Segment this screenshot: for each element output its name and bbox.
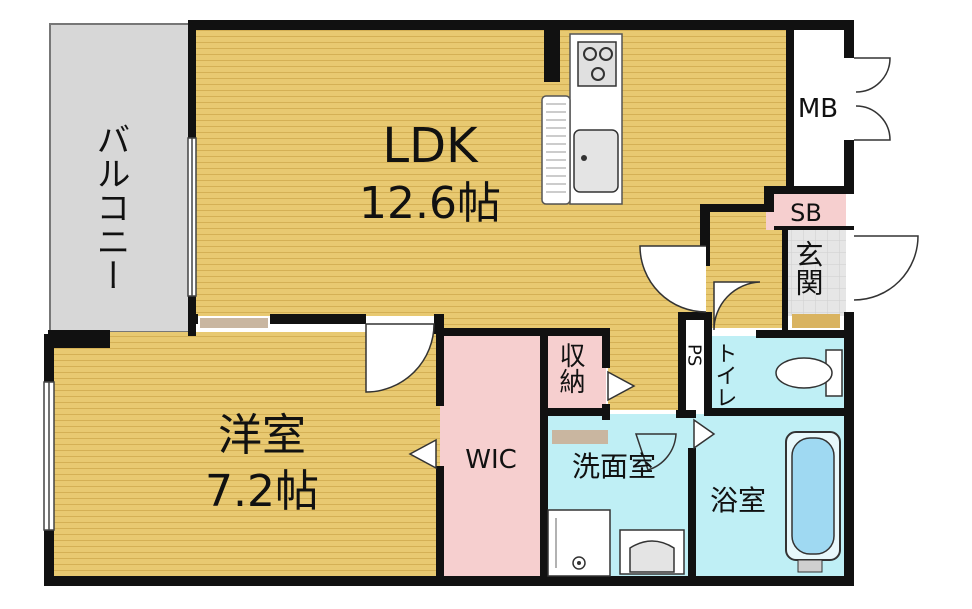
balcony-area (50, 24, 192, 332)
western-room-name: 洋室 (218, 410, 306, 461)
wic-floor (440, 332, 542, 580)
wic-label: WIC (465, 445, 517, 475)
stove-icon (577, 41, 617, 87)
washroom-label: 洗面室 (572, 450, 656, 483)
ps-label: PS (684, 344, 705, 366)
balcony-label: バルコニー (90, 122, 130, 292)
walls (44, 20, 854, 586)
sb-label: SB (790, 199, 822, 227)
door-swing-icon (365, 57, 919, 471)
entrance-floor (786, 230, 846, 316)
storage-floor (546, 334, 606, 410)
mb-closet (790, 26, 846, 190)
windows (43, 137, 197, 531)
ps-shaft (684, 318, 706, 410)
sink-icon (573, 129, 619, 193)
bath-label: 浴室 (710, 484, 766, 517)
toilet-icon (775, 349, 843, 397)
mb-label: MB (798, 94, 838, 124)
storage-label: 収納 (555, 342, 585, 394)
shoe-box (766, 194, 846, 230)
western-room-size: 7.2帖 (205, 466, 319, 517)
entrance-label: 玄関 (792, 240, 825, 296)
bathtub-icon (785, 431, 841, 573)
washing-machine-icon (547, 509, 611, 577)
door-arrows (408, 370, 716, 470)
ldk-name: LDK (382, 118, 479, 174)
ldk-size: 12.6帖 (359, 178, 501, 229)
washbasin-icon (619, 529, 685, 575)
toilet-label: トイレ (712, 342, 737, 408)
